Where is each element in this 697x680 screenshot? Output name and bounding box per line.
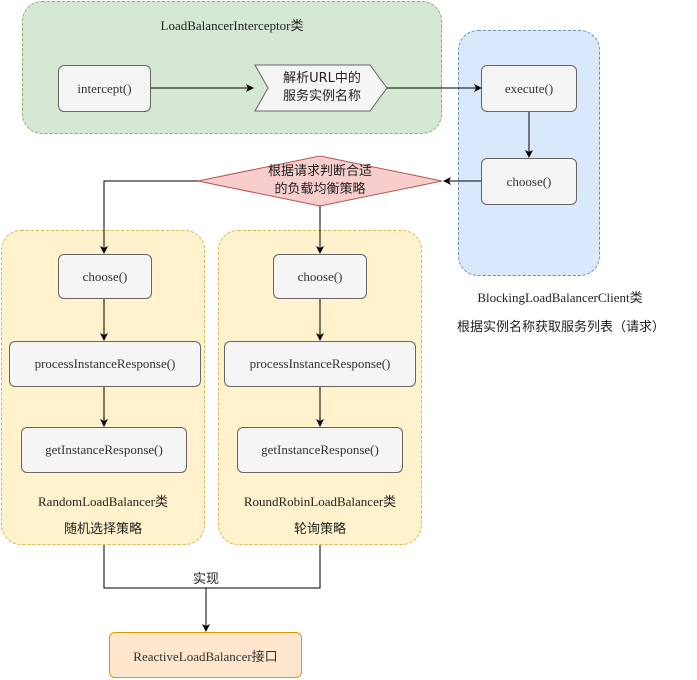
parse-step-line1: 解析URL中的: [283, 71, 361, 86]
intercept-box: intercept(): [58, 65, 151, 112]
random-get-box: getInstanceResponse(): [21, 427, 187, 473]
decision-label: 根据请求判断合适 的负载均衡策略: [240, 163, 400, 199]
parse-step-label: 解析URL中的 服务实例名称: [262, 70, 382, 106]
parse-step-shape: [254, 64, 388, 112]
implement-label: 实现: [180, 568, 232, 587]
interceptor-group-title: LoadBalancerInterceptor类: [160, 18, 304, 33]
roundrobin-process-box: processInstanceResponse(): [224, 341, 416, 387]
client-group-caption: BlockingLoadBalancerClient类: [477, 290, 643, 305]
roundrobin-group-strategy: 轮询策略: [293, 522, 346, 537]
roundrobin-get-box: getInstanceResponse(): [237, 427, 403, 473]
roundrobin-group-caption: RoundRobinLoadBalancer类: [243, 494, 397, 509]
decision-line1: 根据请求判断合适: [267, 164, 372, 179]
parse-step-line2: 服务实例名称: [282, 89, 361, 104]
client-choose-box: choose(): [481, 158, 577, 205]
random-group-strategy: 随机选择策略: [63, 522, 142, 537]
client-group-description: 根据实例名称获取服务列表（请求）: [456, 320, 665, 335]
random-process-box: processInstanceResponse(): [9, 341, 201, 387]
decision-line2: 的负载均衡策略: [274, 182, 366, 197]
random-choose-box: choose(): [58, 254, 152, 299]
random-group-caption: RandomLoadBalancer类: [38, 494, 168, 509]
roundrobin-choose-box: choose(): [273, 254, 367, 299]
execute-box: execute(): [481, 65, 577, 112]
interface-box: ReactiveLoadBalancer接口: [109, 632, 302, 678]
